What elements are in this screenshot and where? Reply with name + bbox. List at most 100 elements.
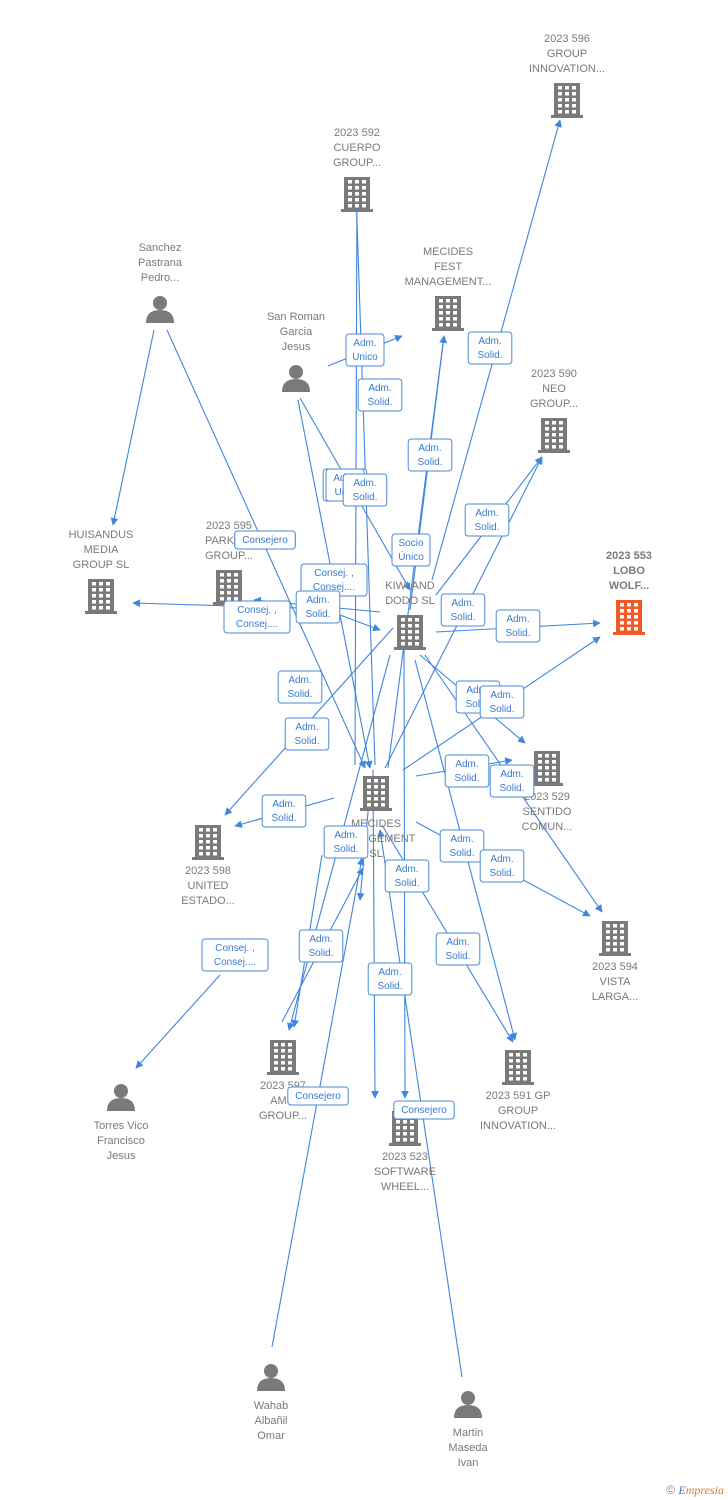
edge-label[interactable]: Adm.Solid. bbox=[479, 849, 525, 883]
edge-label-box bbox=[277, 670, 323, 704]
company-node-n592[interactable]: 2023 592CUERPOGROUP... bbox=[333, 127, 381, 212]
edge-label[interactable]: Adm.Solid. bbox=[464, 503, 510, 537]
edge-label-box bbox=[435, 932, 481, 966]
edge-label-text: Solid. bbox=[445, 951, 470, 962]
edge-label[interactable]: Adm.Solid. bbox=[295, 590, 341, 624]
company-node-n598[interactable]: 2023 598UNITEDESTADO... bbox=[181, 825, 235, 907]
company-node-n590[interactable]: 2023 590NEOGROUP... bbox=[530, 368, 578, 453]
person-icon bbox=[454, 1391, 482, 1418]
edge-label[interactable]: Adm.Solid. bbox=[284, 717, 330, 751]
company-node-nhuis[interactable]: HUISANDUS MEDIA GROUP SL bbox=[69, 529, 134, 614]
edge-label-text: Solid. bbox=[505, 628, 530, 639]
building-icon bbox=[360, 776, 392, 811]
edge-label[interactable]: Adm.Solid. bbox=[367, 962, 413, 996]
edge-label-text: Consej. , bbox=[314, 568, 353, 579]
company-node-n597[interactable]: 2023 597AM...GROUP... bbox=[259, 1040, 307, 1122]
node-label-line: Jesus bbox=[107, 1150, 136, 1162]
edge-label-text: Solid. bbox=[367, 397, 392, 408]
edge-label-box bbox=[357, 378, 403, 412]
edge-label[interactable]: Adm.Solid. bbox=[323, 825, 369, 859]
edge-label[interactable]: Adm.Solid. bbox=[467, 331, 513, 365]
node-label-line: SENTIDO bbox=[523, 806, 572, 818]
edge-label[interactable]: Adm.Solid. bbox=[277, 670, 323, 704]
node-label-line: ESTADO... bbox=[181, 895, 235, 907]
node-label-line: Pastrana bbox=[138, 257, 183, 269]
node-label-line: SL bbox=[369, 848, 382, 860]
edge-label[interactable]: Adm.Solid. bbox=[384, 859, 430, 893]
edge-label-box bbox=[495, 609, 541, 643]
edge-label[interactable]: Adm.Solid. bbox=[261, 794, 307, 828]
edge-line bbox=[409, 335, 447, 611]
building-icon bbox=[538, 418, 570, 453]
node-label-line: 2023 529 bbox=[524, 791, 570, 803]
node-label-line: Wahab bbox=[254, 1400, 288, 1412]
brand-logo[interactable]: Empresia bbox=[678, 1483, 724, 1497]
edge-label-text: Solid. bbox=[489, 704, 514, 715]
edge-label-box bbox=[384, 859, 430, 893]
edge-label[interactable]: Consejero bbox=[393, 1100, 455, 1120]
edge-label[interactable]: Adm.Solid. bbox=[479, 685, 525, 719]
edge-label[interactable]: Adm.Solid. bbox=[495, 609, 541, 643]
edge-label-text: Solid. bbox=[450, 612, 475, 623]
edge-label-box bbox=[261, 794, 307, 828]
node-label-line: 2023 595 bbox=[206, 520, 252, 532]
node-label-line: SOFTWARE bbox=[374, 1166, 436, 1178]
edge-label[interactable]: Adm.Solid. bbox=[407, 438, 453, 472]
brand-initial: E bbox=[678, 1483, 686, 1497]
node-label-line: 2023 590 bbox=[531, 368, 577, 380]
edge-label-text: Solid. bbox=[287, 689, 312, 700]
edge-label-box bbox=[440, 593, 486, 627]
edge-label[interactable]: Adm.Solid. bbox=[439, 829, 485, 863]
edge-label[interactable]: Consej. ,Consej.... bbox=[223, 600, 291, 634]
node-label-line: MANAGEMENT... bbox=[405, 276, 492, 288]
edge-label[interactable]: Adm.Solid. bbox=[357, 378, 403, 412]
edge-label[interactable]: Adm.Solid. bbox=[435, 932, 481, 966]
edge-label[interactable]: Adm.Solid. bbox=[444, 754, 490, 788]
company-node-n594[interactable]: 2023 594VISTALARGA... bbox=[592, 921, 638, 1003]
node-label-line: Maseda bbox=[448, 1442, 488, 1454]
building-icon bbox=[192, 825, 224, 860]
company-node-nmfest[interactable]: MECIDESFESTMANAGEMENT... bbox=[405, 246, 492, 331]
building-icon bbox=[432, 296, 464, 331]
edge-label[interactable]: Consejero bbox=[287, 1086, 349, 1106]
edge-label[interactable]: Adm.Solid. bbox=[298, 929, 344, 963]
company-node-n523[interactable]: 2023 523SOFTWAREWHEEL... bbox=[374, 1111, 436, 1193]
edge-line bbox=[135, 974, 221, 1069]
node-label-line: GROUP SL bbox=[73, 559, 130, 571]
company-node-n553[interactable]: 2023 553LOBOWOLF... bbox=[606, 550, 652, 635]
edge-label-box bbox=[342, 473, 388, 507]
node-label-line: Sanchez bbox=[139, 242, 182, 254]
edge-label-box bbox=[393, 1100, 455, 1120]
edge-label-text: Consej.... bbox=[214, 957, 256, 968]
edge-label-text: Consej. , bbox=[215, 943, 254, 954]
edge-label[interactable]: Adm.Solid. bbox=[440, 593, 486, 627]
edge-label-box bbox=[479, 849, 525, 883]
edge-label[interactable]: Adm.Solid. bbox=[489, 764, 535, 798]
edge-line bbox=[371, 769, 379, 1099]
edge-label-text: Adm. bbox=[418, 443, 441, 454]
company-node-n529[interactable]: 2023 529SENTIDOCOMUN... bbox=[522, 751, 573, 833]
edge-label[interactable]: Consej. , Consej.... bbox=[201, 938, 269, 972]
node-label-line: HUISANDUS bbox=[69, 529, 134, 541]
node-label-line: MEDIA bbox=[84, 544, 120, 556]
edge-label[interactable]: Adm.Unico bbox=[345, 333, 385, 367]
edge-label[interactable]: Adm.Solid. bbox=[342, 473, 388, 507]
node-label-line: San Roman bbox=[267, 311, 325, 323]
node-label-line: Albañil bbox=[254, 1415, 287, 1427]
building-icon bbox=[502, 1050, 534, 1085]
edge-label-text: Consejero bbox=[401, 1105, 447, 1116]
company-node-n596[interactable]: 2023 596GROUPINNOVATION... bbox=[529, 33, 605, 118]
person-icon bbox=[146, 296, 174, 323]
node-label-line: Jesus bbox=[282, 341, 311, 353]
node-label-line: LARGA... bbox=[592, 991, 638, 1003]
edge-label[interactable]: Consejero bbox=[234, 530, 296, 550]
person-node-psanchez[interactable]: SanchezPastranaPedro... bbox=[138, 242, 183, 323]
edge-label-box bbox=[367, 962, 413, 996]
company-node-n591[interactable]: 2023 591 GPGROUPINNOVATION... bbox=[480, 1050, 556, 1132]
